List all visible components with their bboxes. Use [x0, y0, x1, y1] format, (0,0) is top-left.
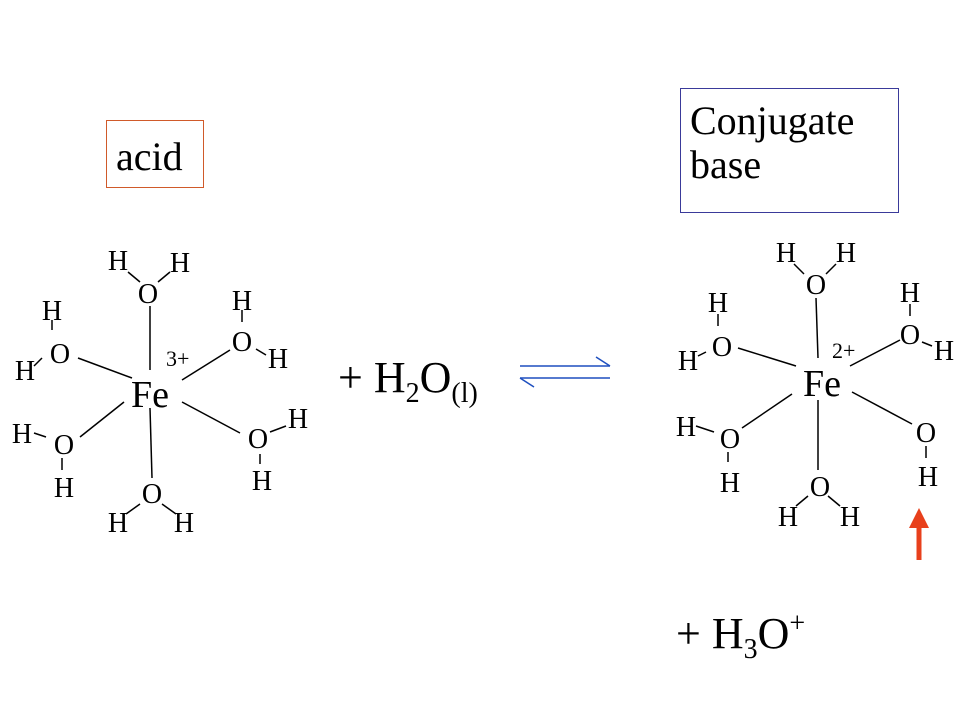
red-arrow-head	[909, 508, 929, 528]
right-atom-o: O	[806, 270, 826, 301]
conjugate-base-line1: Conjugate	[690, 98, 855, 143]
right-atom-o: O	[900, 320, 920, 351]
left-atom-h: H	[42, 296, 62, 327]
right-atom-h: H	[776, 238, 796, 269]
left-oh-bond	[255, 348, 267, 356]
right-atom-h: H	[836, 238, 856, 269]
left-atom-o: O	[54, 430, 74, 461]
reactant-subscript-2: 2	[405, 378, 420, 409]
reactant-water: + H2O(l)	[338, 352, 478, 410]
left-atom-h: H	[108, 246, 128, 277]
product-o: O	[757, 609, 790, 658]
left-oh-bond	[127, 271, 141, 283]
left-complex-atoms: Fe 3+ O H H O H H O H H O H H O H H O H …	[12, 246, 308, 539]
left-bond-upper-right	[181, 349, 231, 381]
right-complex	[695, 263, 933, 507]
left-oh-bond	[161, 503, 177, 515]
product-subscript-3: 3	[743, 634, 758, 665]
reactant-phase: (l)	[451, 378, 478, 409]
left-oh-bond	[269, 425, 287, 433]
right-atom-o: O	[720, 424, 740, 455]
left-oh-bond	[157, 271, 171, 283]
reactant-plus-h: + H	[338, 353, 406, 402]
left-bond-bottom	[149, 407, 153, 479]
left-oh-bond	[33, 432, 47, 438]
left-atom-h: H	[288, 404, 308, 435]
right-oh-bond	[695, 425, 715, 433]
conjugate-base-line2: base	[690, 142, 762, 187]
right-oh-bond	[921, 341, 933, 347]
left-atom-h: H	[170, 248, 190, 279]
right-atom-h: H	[708, 288, 728, 319]
acid-label: acid	[106, 120, 204, 188]
left-atom-o: O	[232, 327, 252, 358]
left-atom-o: O	[50, 339, 70, 370]
right-bond-lower-left	[741, 393, 793, 429]
right-atom-h: H	[778, 502, 798, 533]
right-oh-bond	[697, 351, 707, 357]
forward-arrow-head	[595, 356, 611, 367]
right-complex-atoms: Fe 2+ O H H O H H O H H O H H O H O H H	[676, 238, 954, 533]
left-atom-h: H	[252, 466, 272, 497]
right-atom-h: H	[900, 278, 920, 309]
left-atom-h: H	[12, 419, 32, 450]
right-oh-bond	[827, 495, 841, 507]
right-metal: Fe	[803, 363, 841, 405]
equilibrium-arrow	[519, 356, 611, 388]
left-atom-h: H	[232, 286, 252, 317]
left-charge: 3+	[166, 346, 189, 371]
left-atom-h: H	[174, 508, 194, 539]
left-atom-o: O	[248, 424, 268, 455]
red-up-arrow	[909, 508, 929, 560]
right-charge: 2+	[832, 338, 855, 363]
right-atom-o: O	[810, 472, 830, 503]
right-hydroxide-h: H	[918, 462, 938, 493]
right-atom-h: H	[934, 336, 954, 367]
reverse-arrow-head	[519, 377, 535, 388]
right-atom-h: H	[840, 502, 860, 533]
product-hydronium: + H3O+	[676, 608, 805, 666]
left-oh-bond	[33, 357, 43, 367]
product-plus-h: + H	[676, 609, 744, 658]
acid-label-text: acid	[116, 134, 183, 179]
left-atom-h: H	[108, 508, 128, 539]
reactant-o: O	[419, 353, 452, 402]
right-hydroxide-o: O	[916, 418, 936, 449]
right-bond-upper-left	[737, 347, 797, 367]
left-bond-upper-left	[77, 357, 133, 379]
product-charge: +	[789, 608, 806, 639]
left-atom-o: O	[138, 279, 158, 310]
right-oh-bond	[825, 263, 837, 275]
left-atom-h: H	[268, 344, 288, 375]
right-oh-bond	[795, 495, 809, 507]
right-atom-h: H	[720, 468, 740, 499]
left-atom-o: O	[142, 479, 162, 510]
right-bond-top	[815, 297, 819, 359]
conjugate-base-label: Conjugate base	[680, 88, 899, 213]
right-atom-h: H	[676, 412, 696, 443]
left-bond-lower-right	[181, 401, 241, 434]
left-atom-h: H	[15, 356, 35, 387]
left-complex	[33, 271, 287, 515]
right-bond-lower-right	[851, 391, 913, 425]
right-atom-o: O	[712, 332, 732, 363]
left-atom-h: H	[54, 473, 74, 504]
left-oh-bond	[125, 503, 141, 515]
left-bond-lower-left	[79, 401, 125, 438]
right-atom-h: H	[678, 346, 698, 377]
left-metal: Fe	[131, 374, 169, 416]
right-bond-upper-right	[849, 339, 901, 367]
right-oh-bond	[793, 263, 805, 275]
